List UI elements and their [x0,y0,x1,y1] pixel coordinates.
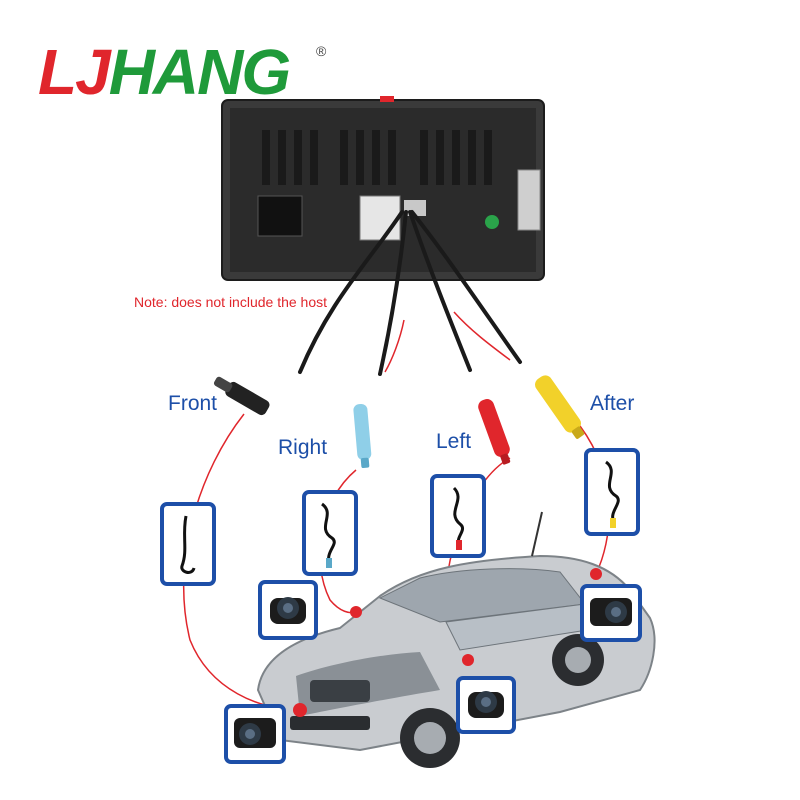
camera-mount-points [293,568,602,717]
camera-icon [590,598,632,626]
host-note: Note: does not include the host [134,294,328,310]
connector-icon [535,375,585,439]
right-cable-card [302,490,358,576]
camera-icon [234,718,276,748]
brand-logo: LJHANG ® [38,40,326,104]
label-right: Right [278,436,328,459]
right-camera-card [258,580,318,640]
cable-icon [320,502,336,568]
head-unit-image [221,96,545,281]
camera-icon [468,691,504,718]
connector-icon [478,399,511,465]
label-after: After [590,392,635,415]
connector-icon [353,403,372,469]
camera-icon [270,597,306,624]
connector-icon [213,376,270,416]
logo-text-green: HANG [108,36,291,108]
after-camera-card [580,584,642,642]
registered-mark: ® [316,43,326,59]
front-cable-card [160,502,216,586]
cable-icon [452,486,465,550]
label-front: Front [168,392,218,415]
cable-icon [180,515,196,574]
cable-bundle [298,210,522,376]
left-camera-card [456,676,516,734]
logo-text-red: LJ [38,36,111,108]
left-cable-card [430,474,486,558]
after-cable-card [584,448,640,536]
front-camera-card [224,704,286,764]
label-left: Left [436,430,472,453]
cable-icon [604,460,620,528]
car-image [256,511,656,768]
